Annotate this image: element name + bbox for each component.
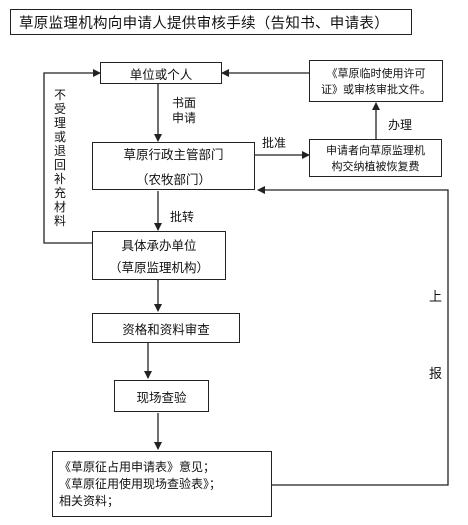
node-inspection-label: 现场查验 [136, 389, 187, 405]
node-dept-line1: 草原行政主管部门 [123, 147, 224, 162]
label-report-up-2: 报 [429, 367, 443, 382]
node-docs-line2: 《草原征用使用现场查验表》； [59, 476, 222, 491]
node-license: 《草原临时使用许可 证》或审核审批文件。 [309, 60, 443, 102]
page-title: 草原监理机构向申请人提供审核手续（告知书、申请表） [19, 15, 389, 32]
node-review-label: 资格和资料审查 [122, 321, 210, 337]
label-written-apply-line2: 申请 [172, 111, 197, 125]
arrow-unit-to-applicant-return [43, 69, 101, 244]
node-fee-line2: 构交纳植被恢复费 [331, 160, 420, 173]
node-review: 资格和资料审查 [92, 313, 240, 343]
label-report-up-1: 上 [429, 290, 443, 305]
node-applicant: 单位或个人 [100, 62, 222, 84]
node-license-line2: 证》或审核审批文件。 [321, 83, 431, 96]
label-written-apply: 书面 申请 [172, 96, 196, 126]
node-fee: 申请者向草原监理机 构交纳植被恢复费 [309, 139, 442, 177]
node-inspection: 现场查验 [114, 380, 209, 412]
label-transfer: 批转 [170, 210, 195, 224]
node-unit-line1: 具体承办单位 [121, 238, 197, 253]
node-docs-line1: 《草原征占用申请表》意见； [59, 459, 216, 474]
node-fee-line1: 申请者向草原监理机 [326, 144, 425, 157]
node-unit-line2: （草原监理机构） [108, 260, 209, 275]
label-approve: 批准 [262, 136, 287, 150]
title-box: 草原监理机构向申请人提供审核手续（告知书、申请表） [10, 9, 412, 35]
label-handle: 办理 [388, 118, 413, 132]
node-dept-line2: （农牧部门） [135, 172, 211, 187]
node-docs-line3: 相关资料； [59, 493, 120, 508]
node-docs: 《草原征占用申请表》意见； 《草原征用使用现场查验表》； 相关资料； [52, 451, 272, 517]
label-written-apply-line1: 书面 [172, 96, 197, 110]
node-unit: 具体承办单位 （草原监理机构） [92, 231, 226, 280]
label-return-or-supplement: 不受理或退回补充材料 [53, 88, 66, 228]
node-dept: 草原行政主管部门 （农牧部门） [92, 142, 255, 190]
arrow-docs-to-dept-report [257, 186, 449, 486]
node-applicant-label: 单位或个人 [129, 66, 193, 82]
node-license-line1: 《草原临时使用许可 [326, 67, 426, 80]
